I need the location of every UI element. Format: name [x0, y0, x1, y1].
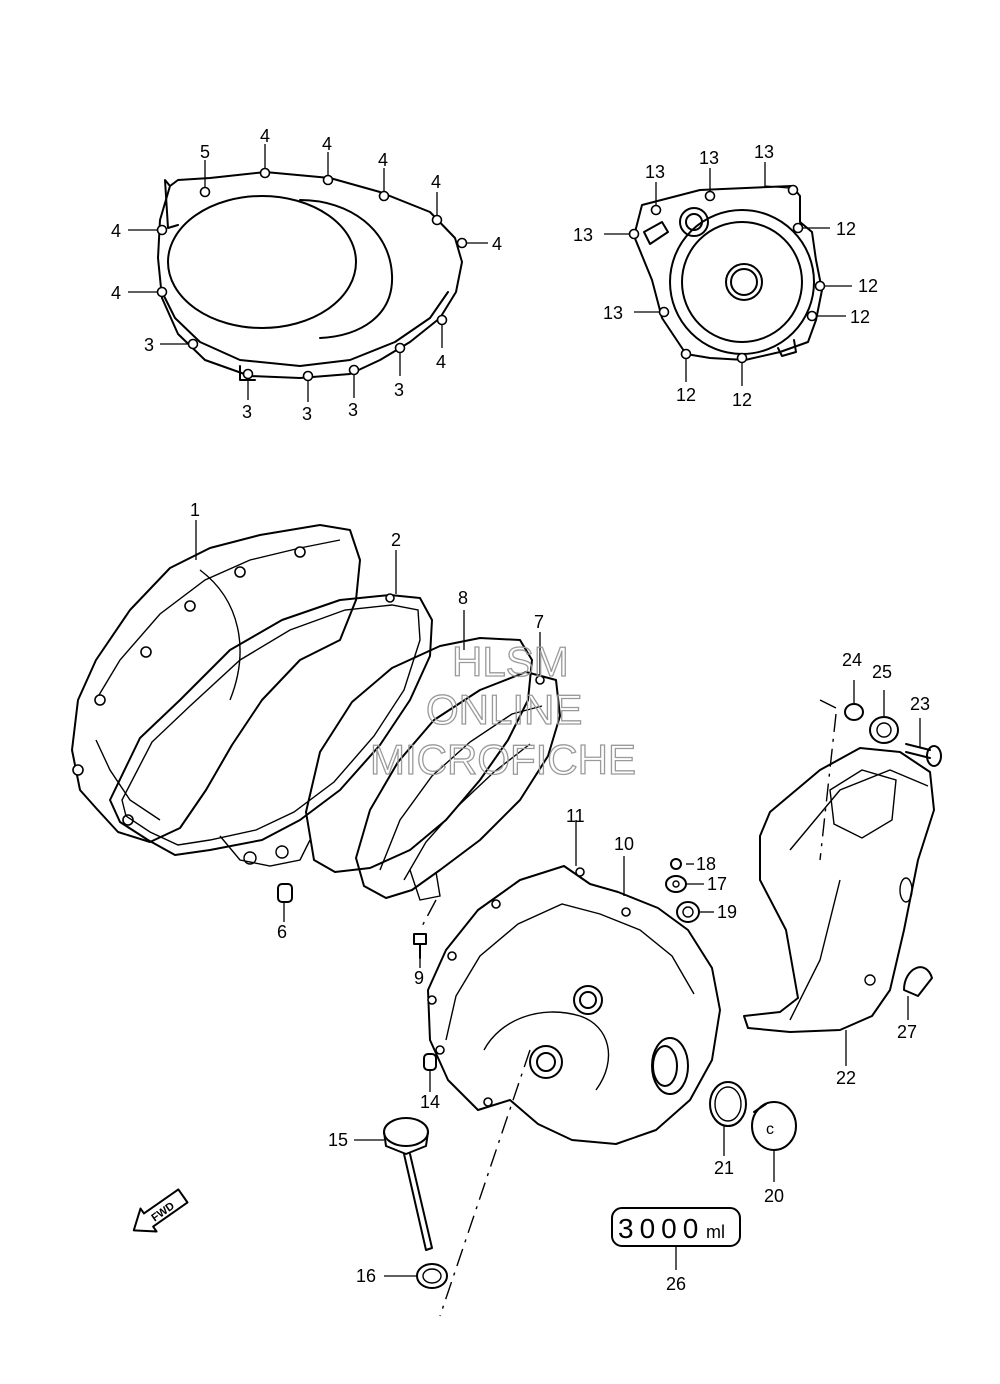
part-26-label-sticker: 3000 ml — [611, 1207, 741, 1247]
callout-4: 4 — [322, 134, 332, 154]
part-23-bolt — [905, 743, 942, 767]
callout-22: 22 — [836, 1068, 856, 1088]
part-9-bolt — [413, 933, 427, 959]
callout-20: 20 — [764, 1186, 784, 1206]
watermark-line-2: ONLINE — [426, 686, 582, 733]
callout-12: 12 — [858, 276, 878, 296]
callout-2: 2 — [391, 530, 401, 550]
watermark-line-3: MICROFICHE — [370, 736, 636, 783]
svg-text:c: c — [766, 1121, 774, 1138]
part-19-seal — [676, 901, 700, 923]
part-21-o-ring — [709, 1081, 747, 1127]
callout-13: 13 — [754, 142, 774, 162]
callout-23: 23 — [910, 694, 930, 714]
part-11-generator-cover — [427, 865, 721, 1145]
callout-12: 12 — [836, 219, 856, 239]
callout-4: 4 — [111, 283, 121, 303]
sticker-unit: ml — [706, 1222, 725, 1242]
callout-4: 4 — [111, 221, 121, 241]
callout-4: 4 — [492, 234, 502, 254]
watermark: HLSM ONLINE MICROFICHE — [369, 637, 636, 783]
callout-6: 6 — [277, 922, 287, 942]
part-20-plug: c — [751, 1101, 797, 1151]
callout-27: 27 — [897, 1022, 917, 1042]
callout-12: 12 — [850, 307, 870, 327]
part-1-clutch-cover — [71, 524, 361, 843]
alignment-lines — [419, 699, 837, 1317]
part-22-sprocket-cover — [743, 747, 935, 1033]
callout-numbers: 1 2 8 7 11 10 6 9 14 15 16 18 17 19 21 2… — [111, 126, 930, 1294]
callout-14: 14 — [420, 1092, 440, 1112]
callout-4: 4 — [378, 150, 388, 170]
callout-4: 4 — [260, 126, 270, 146]
callout-7: 7 — [534, 612, 544, 632]
fwd-arrow: FWD — [132, 1188, 189, 1233]
callout-3: 3 — [348, 400, 358, 420]
callout-26: 26 — [666, 1274, 686, 1294]
callout-9: 9 — [414, 968, 424, 988]
callout-18: 18 — [696, 854, 716, 874]
part-18-o-ring — [670, 858, 682, 870]
part-7-cover-plate — [355, 671, 561, 901]
callout-3: 3 — [302, 404, 312, 424]
part-14-dowel-pin — [423, 1053, 437, 1071]
part-25-grommet — [869, 716, 899, 744]
callout-12: 12 — [676, 385, 696, 405]
callout-16: 16 — [356, 1266, 376, 1286]
clutch-cover-bolt-view — [157, 171, 463, 381]
part-17-washer — [665, 875, 687, 893]
callout-3: 3 — [394, 380, 404, 400]
callout-24: 24 — [842, 650, 862, 670]
callout-11: 11 — [566, 806, 585, 826]
part-16-o-ring — [416, 1263, 448, 1289]
callout-8: 8 — [458, 588, 468, 608]
callout-13: 13 — [603, 303, 623, 323]
callout-21: 21 — [714, 1158, 734, 1178]
watermark-line-1: HLSM — [452, 638, 569, 685]
part-24-bush — [844, 703, 864, 721]
generator-cover-bolt-view — [633, 185, 823, 361]
callout-13: 13 — [645, 162, 665, 182]
clutch-cover-bolts — [156, 167, 468, 382]
callout-17: 17 — [707, 874, 727, 894]
callout-4: 4 — [436, 352, 446, 372]
callout-19: 19 — [717, 902, 737, 922]
callout-10: 10 — [614, 834, 634, 854]
part-15-oil-filler-cap — [383, 1117, 433, 1251]
callout-25: 25 — [872, 662, 892, 682]
callout-13: 13 — [699, 148, 719, 168]
callout-3: 3 — [144, 335, 154, 355]
part-6-dowel-pin — [277, 883, 293, 903]
callout-4: 4 — [431, 172, 441, 192]
generator-cover-bolts — [628, 184, 826, 364]
callout-15: 15 — [328, 1130, 348, 1150]
leader-lines — [128, 144, 921, 1277]
callout-1: 1 — [190, 500, 200, 520]
callout-13: 13 — [573, 225, 593, 245]
part-2-gasket — [109, 593, 433, 867]
part-27-cap — [903, 966, 933, 997]
callout-5: 5 — [200, 142, 210, 162]
sticker-text: 3000 — [618, 1213, 704, 1244]
callout-12: 12 — [732, 390, 752, 410]
callout-3: 3 — [242, 402, 252, 422]
